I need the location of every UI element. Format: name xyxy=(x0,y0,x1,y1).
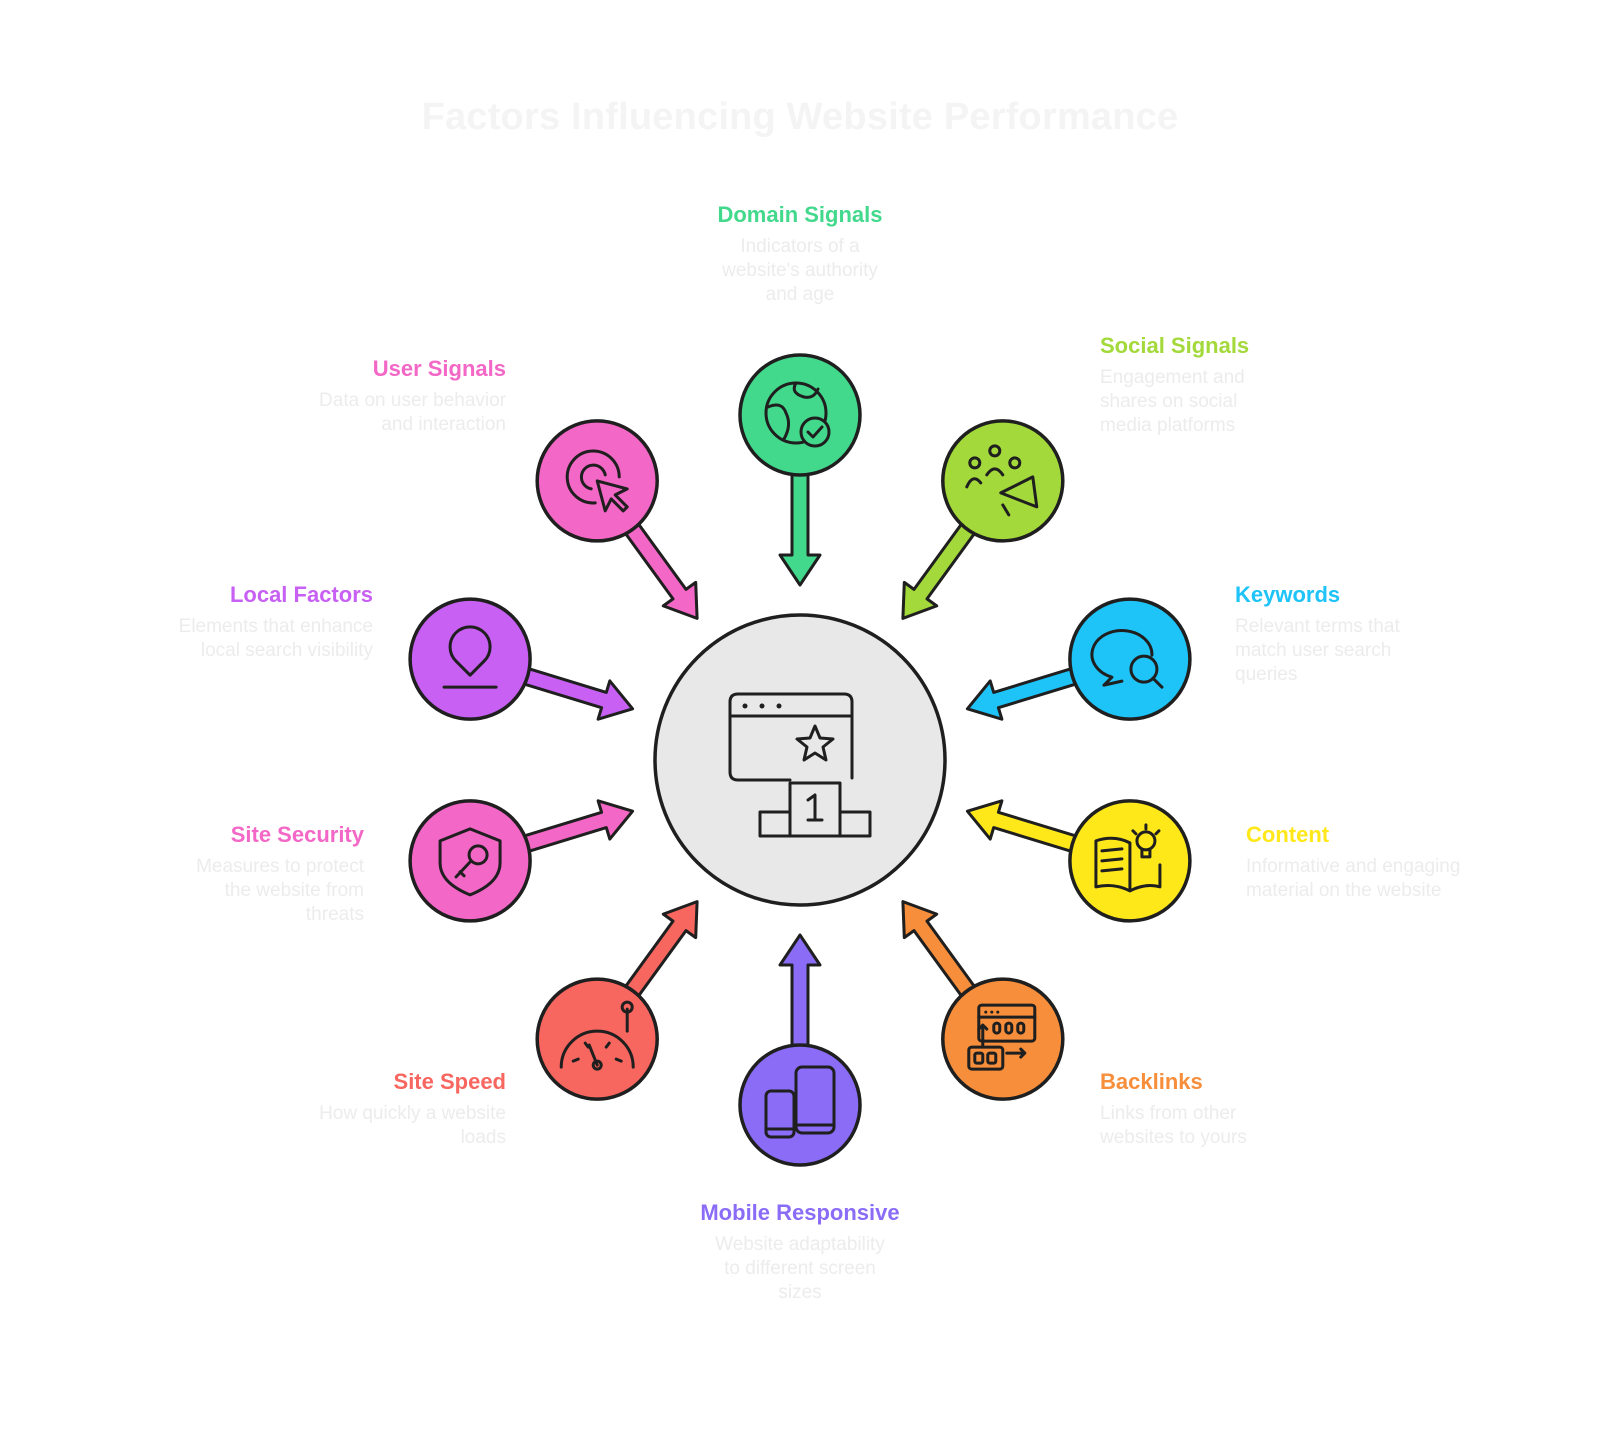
factor-description: How quickly a website loads xyxy=(319,1103,506,1148)
node-social-signals xyxy=(941,419,1065,543)
factor-label-backlinks: Backlinks Links from other websites to y… xyxy=(1100,1068,1340,1150)
factor-description: Website adaptability to different screen… xyxy=(715,1234,885,1303)
factor-description: Indicators of a website's authority and … xyxy=(722,236,878,305)
factor-title: Content xyxy=(1246,822,1330,847)
factor-description: Relevant terms that match user search qu… xyxy=(1235,616,1400,685)
factor-title: User Signals xyxy=(372,356,506,381)
factor-description: Links from other websites to yours xyxy=(1100,1103,1247,1148)
factor-description: Elements that enhance local search visib… xyxy=(178,616,373,661)
map-pin-icon xyxy=(442,625,498,689)
factor-description: Informative and engaging material on the… xyxy=(1246,856,1461,901)
social-megaphone-icon xyxy=(965,444,1039,517)
arrow-content xyxy=(965,799,1086,856)
arrow-keywords xyxy=(965,664,1086,721)
arrow-backlinks xyxy=(901,900,982,1005)
factor-label-social-signals: Social Signals Engagement and shares on … xyxy=(1100,332,1340,438)
factor-title: Local Factors xyxy=(229,582,373,607)
globe-check-icon xyxy=(764,381,831,448)
factor-label-domain-signals: Domain Signals Indicators of a website's… xyxy=(680,201,920,307)
factor-label-content: Content Informative and engaging materia… xyxy=(1246,821,1486,903)
factor-title: Site Security xyxy=(230,822,364,847)
diagram-title: Factors Influencing Website Performance xyxy=(421,96,1179,138)
node-site-speed xyxy=(535,977,659,1101)
shield-key-icon xyxy=(438,827,502,897)
arrow-site-speed xyxy=(618,900,699,1005)
arrow-mobile-responsive xyxy=(778,933,822,1057)
factor-description: Engagement and shares on social media pl… xyxy=(1100,367,1245,436)
center-circle xyxy=(653,613,947,907)
node-local-factors xyxy=(408,597,532,721)
arrow-user-signals xyxy=(618,515,699,620)
factor-label-local-factors: Local Factors Elements that enhance loca… xyxy=(133,581,373,663)
factor-description: Measures to protect the website from thr… xyxy=(196,856,364,925)
link-transfer-icon xyxy=(967,1003,1037,1071)
devices-icon xyxy=(764,1065,836,1139)
node-keywords xyxy=(1068,597,1192,721)
factor-title: Site Speed xyxy=(393,1069,506,1094)
book-lightbulb-icon xyxy=(1094,823,1162,893)
factor-title: Social Signals xyxy=(1100,333,1250,358)
arrow-site-security xyxy=(514,799,635,856)
factor-label-keywords: Keywords Relevant terms that match user … xyxy=(1235,581,1475,687)
factor-title: Backlinks xyxy=(1100,1069,1203,1094)
factor-description: Data on user behavior and interaction xyxy=(319,390,506,435)
factor-title: Keywords xyxy=(1235,582,1341,607)
node-mobile-responsive xyxy=(738,1043,862,1167)
arrow-social-signals xyxy=(901,515,982,620)
arrow-domain-signals xyxy=(778,463,822,587)
factor-label-user-signals: User Signals Data on user behavior and i… xyxy=(266,355,506,437)
node-domain-signals xyxy=(738,353,862,477)
factor-label-mobile-responsive: Mobile Responsive Website adaptability t… xyxy=(670,1199,930,1305)
node-backlinks xyxy=(941,977,1065,1101)
search-chat-icon xyxy=(1090,629,1164,689)
factor-label-site-security: Site Security Measures to protect the we… xyxy=(124,821,364,927)
factor-label-site-speed: Site Speed How quickly a website loads xyxy=(266,1068,506,1150)
factor-title: Mobile Responsive xyxy=(700,1200,900,1225)
website-ranking-icon xyxy=(728,692,872,838)
factor-title: Domain Signals xyxy=(717,202,883,227)
speedometer-icon xyxy=(559,1000,635,1071)
arrow-local-factors xyxy=(514,664,635,721)
cursor-click-icon xyxy=(565,449,629,513)
